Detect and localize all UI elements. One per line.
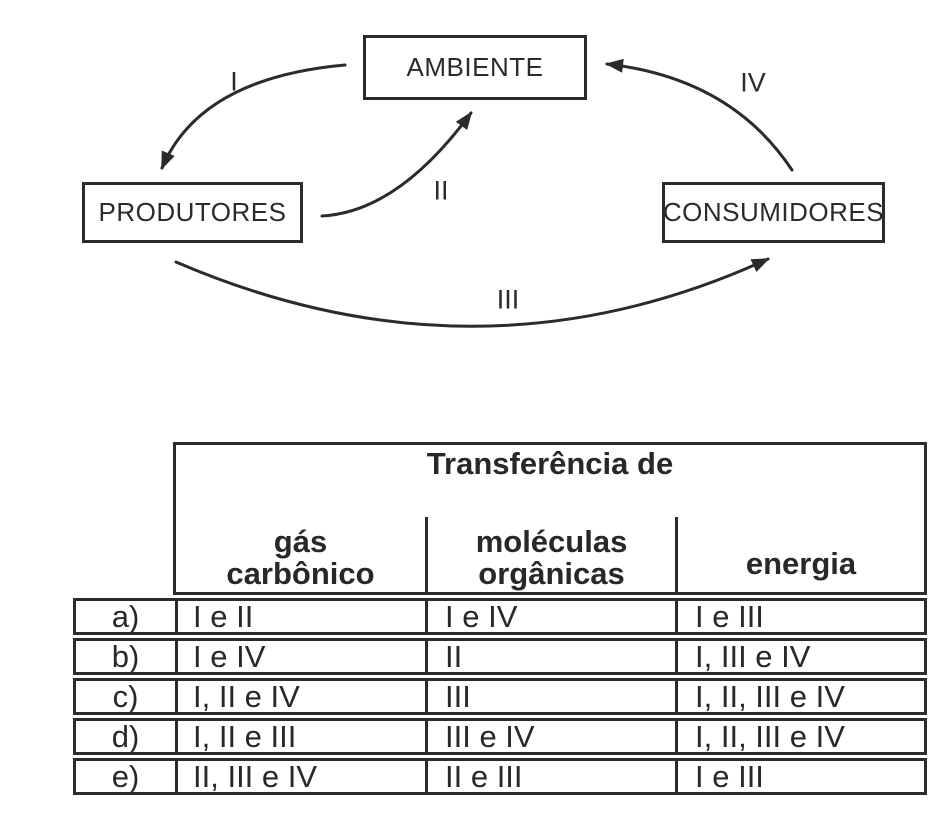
cell-moleculas: III e IV bbox=[425, 721, 675, 752]
header-divider-2 bbox=[675, 517, 678, 592]
arrow-iv-consumidores-to-ambiente bbox=[605, 58, 794, 172]
column-header-gas-carbonico: gás carbônico bbox=[176, 526, 425, 592]
column-header-moleculas-organicas: moléculas orgânicas bbox=[428, 526, 675, 592]
cell-gas: I, II e III bbox=[175, 721, 425, 752]
node-produtores: PRODUTORES bbox=[82, 182, 303, 243]
cell-gas: II, III e IV bbox=[175, 761, 425, 792]
cell-gas: I, II e IV bbox=[175, 681, 425, 712]
column-header-line: energia bbox=[745, 546, 857, 581]
cycle-diagram: AMBIENTE PRODUTORES CONSUMIDORES I II II… bbox=[82, 35, 885, 328]
cell-gas: I e II bbox=[175, 601, 425, 632]
column-header-line: orgânicas bbox=[478, 556, 625, 591]
column-header-line: carbônico bbox=[226, 556, 375, 591]
table-title: Transferência de bbox=[426, 446, 674, 481]
cell-moleculas: I e IV bbox=[425, 601, 675, 632]
option-label: a) bbox=[111, 601, 140, 632]
cell-energia: I, II, III e IV bbox=[675, 681, 924, 712]
arrow-label-iv: IV bbox=[740, 67, 766, 98]
arrow-canvas bbox=[160, 58, 794, 328]
cell-energia: I e III bbox=[675, 761, 924, 792]
cell-energia: I, III e IV bbox=[675, 641, 924, 672]
table-row-c: c) I, II e IV III I, II, III e IV bbox=[73, 678, 927, 715]
option-label: e) bbox=[111, 761, 140, 792]
column-header-line: moléculas bbox=[475, 524, 628, 559]
option-label: d) bbox=[111, 721, 140, 752]
cell-moleculas: II e III bbox=[425, 761, 675, 792]
option-label: c) bbox=[112, 681, 139, 712]
node-ambiente: AMBIENTE bbox=[363, 35, 587, 100]
cell-moleculas: III bbox=[425, 681, 675, 712]
option-label: b) bbox=[111, 641, 140, 672]
column-header-line: gás bbox=[273, 524, 328, 559]
table-row-b: b) I e IV II I, III e IV bbox=[73, 638, 927, 675]
arrow-label-ii: II bbox=[433, 175, 449, 206]
arrow-iii-produtores-to-consumidores bbox=[174, 257, 770, 328]
arrow-i-ambiente-to-produtores bbox=[160, 63, 347, 170]
cell-gas: I e IV bbox=[175, 641, 425, 672]
cell-moleculas: II bbox=[425, 641, 675, 672]
cell-energia: I e III bbox=[675, 601, 924, 632]
cell-energia: I, II, III e IV bbox=[675, 721, 924, 752]
table-row-a: a) I e II I e IV I e III bbox=[73, 598, 927, 635]
table-row-d: d) I, II e III III e IV I, II, III e IV bbox=[73, 718, 927, 755]
table-header-box: Transferência de gás carbônico moléculas… bbox=[173, 442, 927, 595]
column-header-energia: energia bbox=[678, 548, 924, 592]
arrow-ii-produtores-to-ambiente bbox=[320, 111, 473, 218]
arrow-label-iii: III bbox=[496, 284, 520, 315]
table-row-e: e) II, III e IV II e III I e III bbox=[73, 758, 927, 795]
node-consumidores: CONSUMIDORES bbox=[662, 182, 885, 243]
arrow-label-i: I bbox=[230, 66, 238, 97]
header-divider-1 bbox=[425, 517, 428, 592]
